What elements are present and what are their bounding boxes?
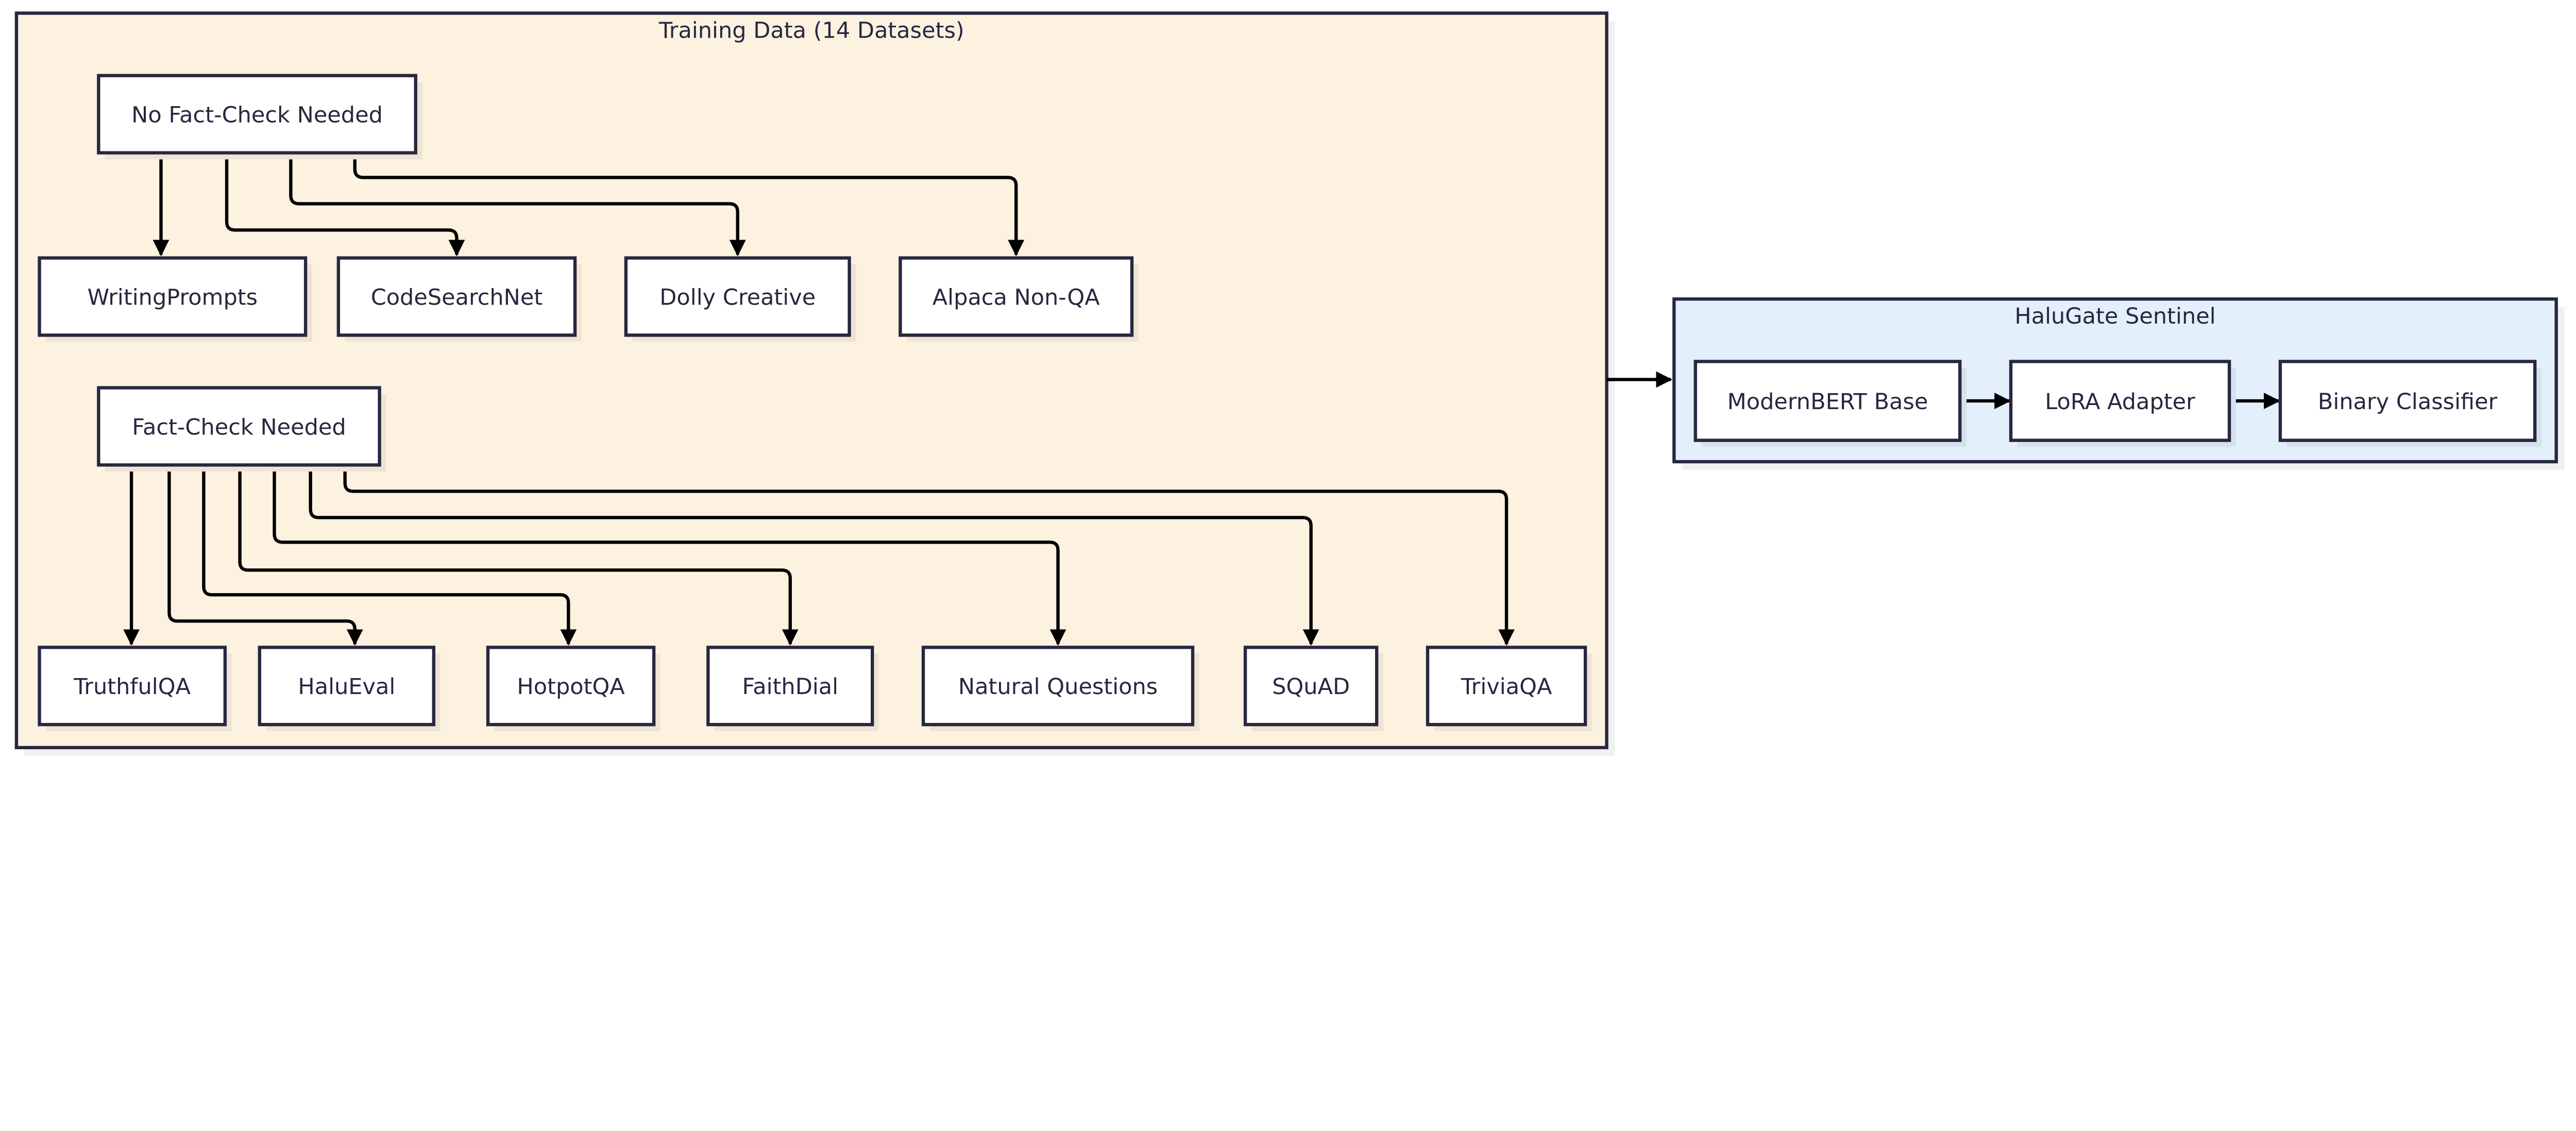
edges-layer: [123, 153, 2280, 646]
node-box: [2009, 360, 2231, 442]
node-label: ModernBERT Base: [1727, 389, 1928, 415]
node-label: CodeSearchNet: [371, 285, 543, 311]
edge-no-fact-check-2: [289, 153, 746, 257]
node-natural-questions[interactable]: Natural Questions: [921, 646, 1199, 731]
node-label: SQuAD: [1272, 674, 1350, 700]
edge-fact-check-2: [202, 465, 577, 646]
node-box: [258, 646, 436, 727]
node-label: LoRA Adapter: [2045, 389, 2195, 415]
edge-no-fact-check-3: [353, 153, 1025, 257]
node-triviaqa[interactable]: TriviaQA: [1426, 646, 1592, 731]
node-label: Natural Questions: [958, 674, 1158, 700]
node-alpaca-non-qa[interactable]: Alpaca Non-QA: [899, 256, 1139, 342]
node-hotpotqa[interactable]: HotpotQA: [486, 646, 660, 731]
node-halueval[interactable]: HaluEval: [258, 646, 440, 731]
node-label: HotpotQA: [517, 674, 625, 700]
node-lora-adapter[interactable]: LoRA Adapter: [2009, 360, 2236, 447]
node-faithdial[interactable]: FaithDial: [706, 646, 879, 731]
edge-fact-check-6: [343, 465, 1515, 646]
diagram: Training Data (14 Datasets) HaluGate Sent…: [14, 11, 2565, 756]
node-fact-check-needed[interactable]: Fact-Check Needed: [97, 386, 386, 472]
node-box: [336, 256, 577, 337]
node-codesearchnet[interactable]: CodeSearchNet: [336, 256, 582, 342]
node-label: Alpaca Non-QA: [933, 285, 1100, 311]
node-writingprompts[interactable]: WritingPrompts: [38, 256, 312, 342]
edge-fact-check-1: [167, 465, 363, 646]
node-label: Dolly Creative: [659, 285, 816, 311]
node-box: [921, 646, 1195, 727]
edge-fact-check-3: [238, 465, 799, 646]
node-label: No Fact-Check Needed: [131, 103, 383, 128]
halugate-sentinel-group-title: HaluGate Sentinel: [2014, 303, 2215, 329]
node-label: HaluEval: [298, 674, 395, 700]
node-label: FaithDial: [742, 674, 838, 700]
node-box: [38, 256, 308, 337]
node-box: [899, 256, 1134, 337]
node-label: WritingPrompts: [88, 285, 258, 311]
node-box: [38, 646, 227, 727]
node-box: [1426, 646, 1587, 727]
node-box: [1243, 646, 1379, 727]
edge-fact-check-4: [273, 465, 1066, 646]
edge-no-fact-check-1: [225, 153, 465, 257]
node-box: [97, 386, 381, 467]
node-box: [2278, 360, 2537, 442]
node-label: TruthfulQA: [73, 674, 191, 700]
node-binary-classifier[interactable]: Binary Classifier: [2278, 360, 2541, 447]
node-box: [706, 646, 874, 727]
node-label: Binary Classifier: [2318, 389, 2498, 415]
node-box: [1693, 360, 1962, 442]
node-no-fact-check-needed[interactable]: No Fact-Check Needed: [97, 74, 422, 160]
training-data-group-title: Training Data (14 Datasets): [658, 18, 964, 43]
node-box: [624, 256, 851, 337]
node-label: TriviaQA: [1461, 674, 1552, 700]
node-box: [97, 74, 417, 155]
node-truthfulqa[interactable]: TruthfulQA: [38, 646, 232, 731]
node-dolly-creative[interactable]: Dolly Creative: [624, 256, 856, 342]
node-box: [486, 646, 656, 727]
edge-fact-check-5: [309, 465, 1319, 646]
node-squad[interactable]: SQuAD: [1243, 646, 1383, 731]
node-modernbert-base[interactable]: ModernBERT Base: [1693, 360, 1967, 447]
node-label: Fact-Check Needed: [132, 414, 346, 440]
